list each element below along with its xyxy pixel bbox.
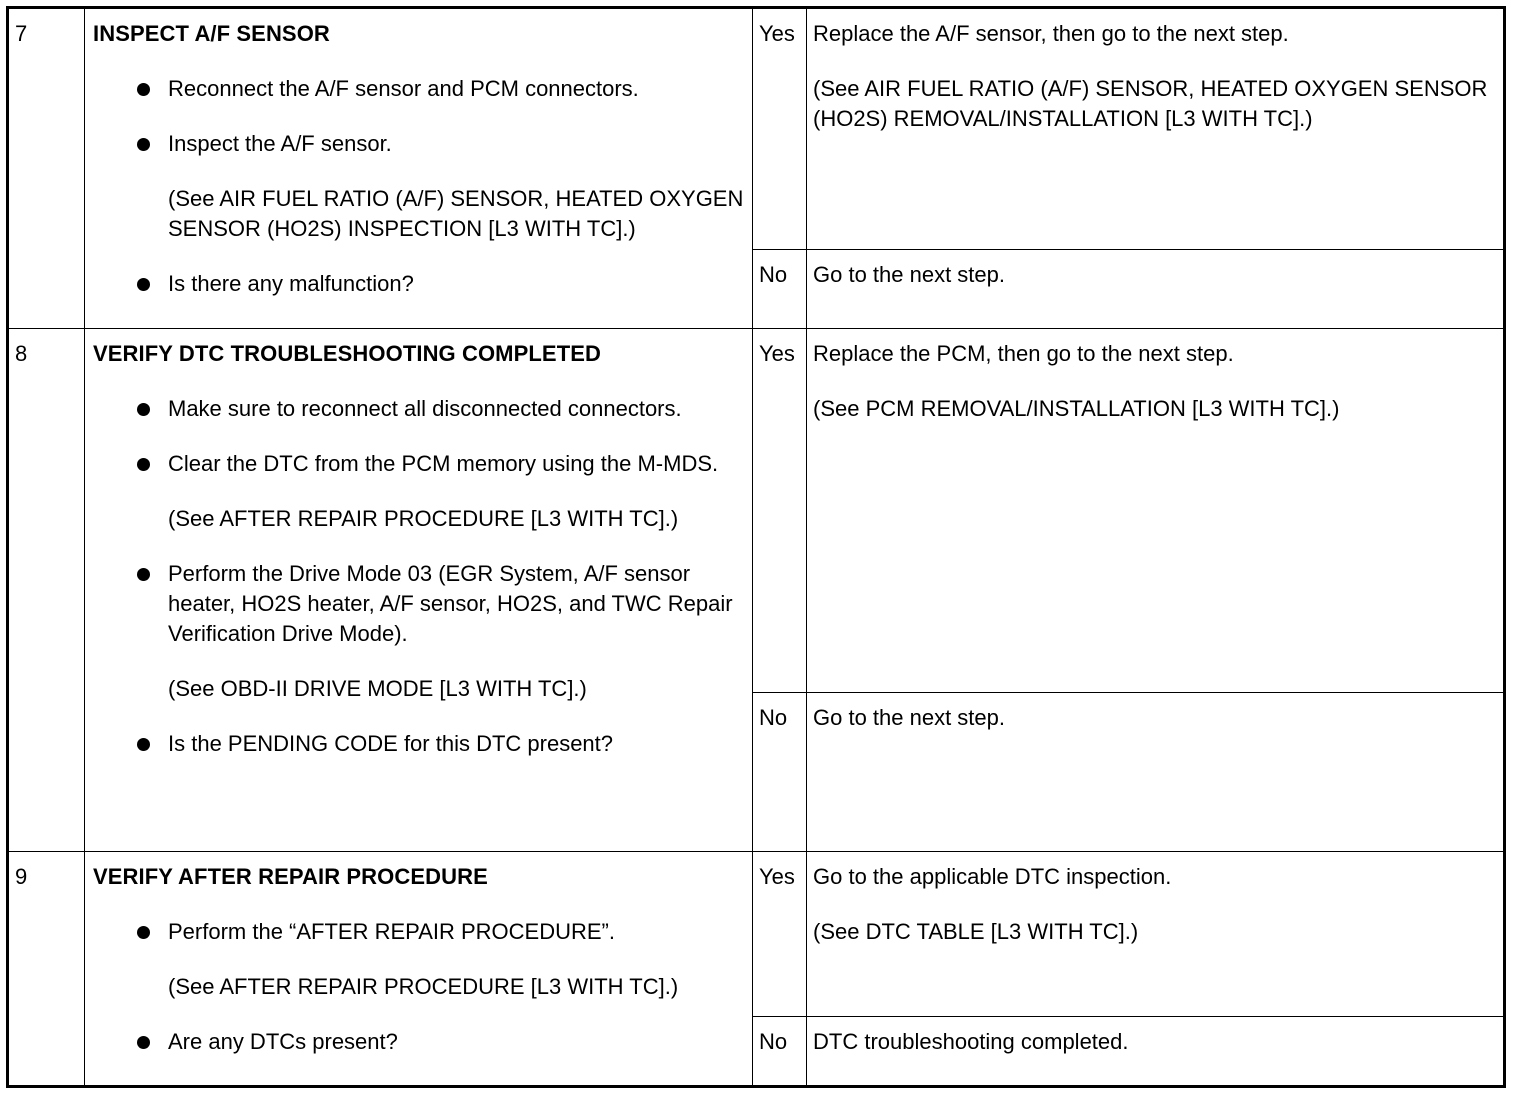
list-item: Clear the DTC from the PCM memory using …: [93, 449, 744, 479]
yes-action: Replace the PCM, then go to the next ste…: [807, 329, 1503, 692]
bullet-icon: [137, 738, 150, 751]
list-item: Perform the Drive Mode 03 (EGR System, A…: [93, 559, 744, 649]
yes-action: Replace the A/F sensor, then go to the n…: [807, 9, 1503, 249]
bullet-icon: [137, 1036, 150, 1049]
list-item: Inspect the A/F sensor.: [93, 129, 744, 159]
list-item: Are any DTCs present?: [93, 1027, 744, 1057]
bullet-text: Make sure to reconnect all disconnected …: [168, 396, 682, 421]
yes-row: Yes Replace the PCM, then go to the next…: [753, 329, 1503, 693]
step-content: VERIFY AFTER REPAIR PROCEDURE Perform th…: [85, 852, 753, 1085]
bullet-text: Clear the DTC from the PCM memory using …: [168, 451, 719, 476]
reference-text: (See DTC TABLE [L3 WITH TC].): [813, 919, 1139, 944]
bullet-text: Inspect the A/F sensor.: [168, 131, 392, 156]
action-text: DTC troubleshooting completed.: [813, 1029, 1129, 1054]
no-label: No: [753, 250, 807, 328]
bullet-icon: [137, 83, 150, 96]
reference-text: (See AIR FUEL RATIO (A/F) SENSOR, HEATED…: [813, 76, 1488, 131]
yes-label: Yes: [753, 329, 807, 692]
action-text: Go to the next step.: [813, 262, 1006, 287]
answer-block: Yes Replace the PCM, then go to the next…: [753, 329, 1503, 852]
bullet-text: Is the PENDING CODE for this DTC present…: [168, 731, 614, 756]
action-text: Go to the applicable DTC inspection.: [813, 864, 1172, 889]
step-content: INSPECT A/F SENSOR Reconnect the A/F sen…: [85, 9, 753, 329]
no-row: No Go to the next step.: [753, 693, 1503, 851]
reference-text: (See OBD-II DRIVE MODE [L3 WITH TC].): [168, 676, 587, 701]
bullet-text: Perform the Drive Mode 03 (EGR System, A…: [168, 561, 733, 646]
bullet-text: Are any DTCs present?: [168, 1029, 398, 1054]
bullet-icon: [137, 138, 150, 151]
list-item: Is the PENDING CODE for this DTC present…: [93, 729, 744, 759]
step-number: 7: [9, 9, 85, 329]
yes-action: Go to the applicable DTC inspection. (Se…: [807, 852, 1503, 1016]
diagnostic-procedure-table: 7 INSPECT A/F SENSOR Reconnect the A/F s…: [6, 6, 1506, 1088]
list-item: Make sure to reconnect all disconnected …: [93, 394, 744, 424]
no-label: No: [753, 1017, 807, 1085]
answer-block: Yes Replace the A/F sensor, then go to t…: [753, 9, 1503, 329]
step-title: VERIFY DTC TROUBLESHOOTING COMPLETED: [93, 341, 601, 366]
bullet-icon: [137, 568, 150, 581]
action-text: Replace the A/F sensor, then go to the n…: [813, 21, 1289, 46]
reference-text: (See AFTER REPAIR PROCEDURE [L3 WITH TC]…: [168, 974, 679, 999]
yes-row: Yes Replace the A/F sensor, then go to t…: [753, 9, 1503, 250]
reference-text: (See AIR FUEL RATIO (A/F) SENSOR, HEATED…: [168, 186, 744, 241]
yes-row: Yes Go to the applicable DTC inspection.…: [753, 852, 1503, 1017]
yes-label: Yes: [753, 852, 807, 1016]
step-number: 9: [9, 852, 85, 1085]
bullet-icon: [137, 403, 150, 416]
action-text: Go to the next step.: [813, 705, 1006, 730]
step-number: 8: [9, 329, 85, 852]
bullet-text: Is there any malfunction?: [168, 271, 414, 296]
reference-text: (See PCM REMOVAL/INSTALLATION [L3 WITH T…: [813, 396, 1340, 421]
no-label: No: [753, 693, 807, 851]
action-text: Replace the PCM, then go to the next ste…: [813, 341, 1234, 366]
no-action: Go to the next step.: [807, 250, 1503, 328]
no-row: No DTC troubleshooting completed.: [753, 1017, 1503, 1085]
list-item: Reconnect the A/F sensor and PCM connect…: [93, 74, 744, 104]
bullet-icon: [137, 458, 150, 471]
step-title: VERIFY AFTER REPAIR PROCEDURE: [93, 864, 488, 889]
list-item: Perform the “AFTER REPAIR PROCEDURE”.: [93, 917, 744, 947]
answer-block: Yes Go to the applicable DTC inspection.…: [753, 852, 1503, 1085]
yes-label: Yes: [753, 9, 807, 249]
no-action: Go to the next step.: [807, 693, 1503, 851]
list-item: Is there any malfunction?: [93, 269, 744, 299]
bullet-text: Perform the “AFTER REPAIR PROCEDURE”.: [168, 919, 615, 944]
step-title: INSPECT A/F SENSOR: [93, 21, 330, 46]
bullet-icon: [137, 278, 150, 291]
reference-text: (See AFTER REPAIR PROCEDURE [L3 WITH TC]…: [168, 506, 679, 531]
no-row: No Go to the next step.: [753, 250, 1503, 328]
step-content: VERIFY DTC TROUBLESHOOTING COMPLETED Mak…: [85, 329, 753, 852]
bullet-icon: [137, 926, 150, 939]
bullet-text: Reconnect the A/F sensor and PCM connect…: [168, 76, 639, 101]
no-action: DTC troubleshooting completed.: [807, 1017, 1503, 1085]
